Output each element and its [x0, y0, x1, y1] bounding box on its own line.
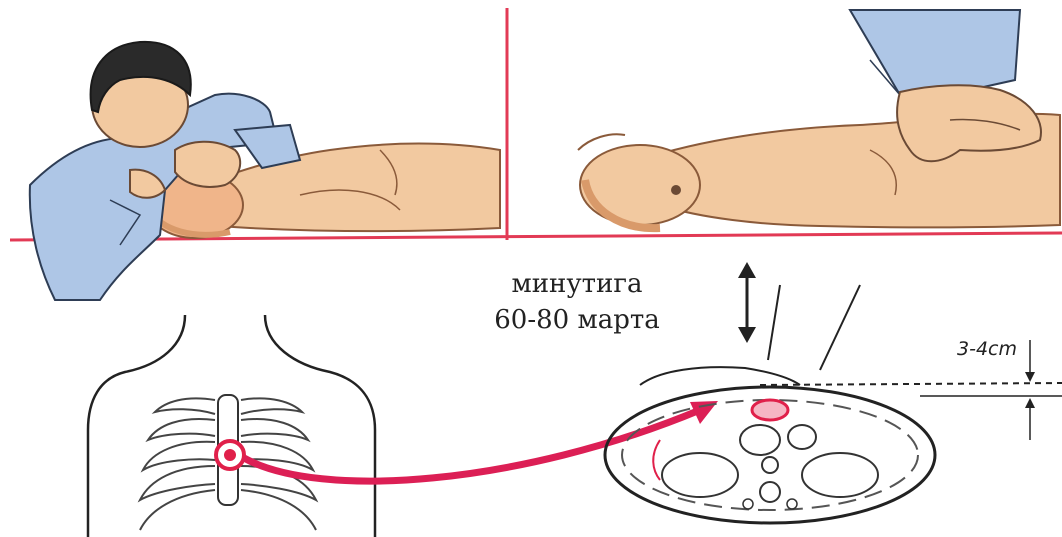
- patient-head-2: [580, 145, 700, 225]
- caption-line-1: минутига: [462, 266, 692, 302]
- caption-line-2: 60-80 марта: [462, 302, 692, 338]
- rescuer-hands: [175, 142, 240, 187]
- chest-compression-scene: [578, 10, 1060, 228]
- double-arrow-icon: [738, 262, 756, 343]
- compression-depth-label: 3-4cm: [957, 338, 1017, 360]
- rescuer-sleeve: [850, 10, 1020, 95]
- torso-ribcage: [88, 315, 375, 537]
- pointer-arrow-icon: [244, 401, 718, 481]
- left-lung: [662, 453, 738, 497]
- right-lung: [802, 453, 878, 497]
- depth-arrow-icon: [1025, 340, 1035, 440]
- sternum-highlight: [752, 400, 788, 420]
- rescue-breathing-scene: [30, 42, 500, 300]
- compression-rate-caption: минутига 60-80 марта: [462, 266, 692, 338]
